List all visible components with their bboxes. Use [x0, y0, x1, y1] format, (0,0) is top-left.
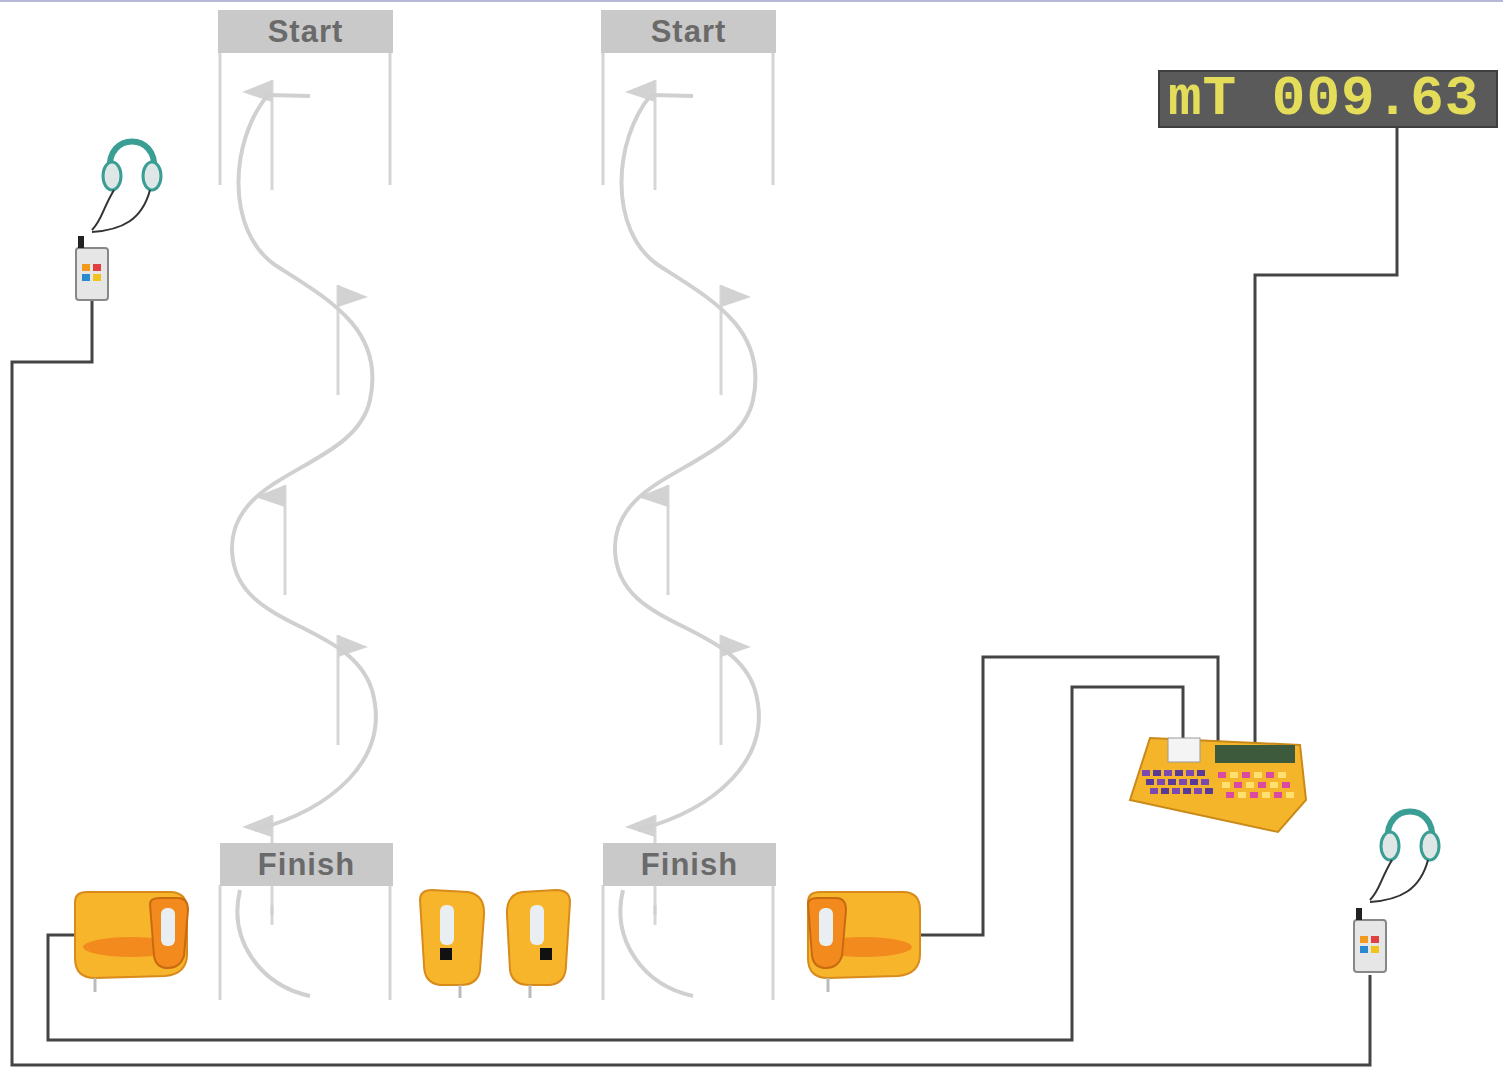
band-label: Finish [641, 847, 738, 883]
display-reading: mT 009.63 [1168, 67, 1479, 131]
start-band: Start [601, 10, 776, 53]
band-label: Start [268, 14, 344, 50]
timer-display: mT 009.63 [1158, 70, 1498, 128]
band-label: Start [651, 14, 727, 50]
finish-band: Finish [220, 843, 393, 886]
start-band: Start [218, 10, 393, 53]
band-label: Finish [258, 847, 355, 883]
finish-band: Finish [603, 843, 776, 886]
